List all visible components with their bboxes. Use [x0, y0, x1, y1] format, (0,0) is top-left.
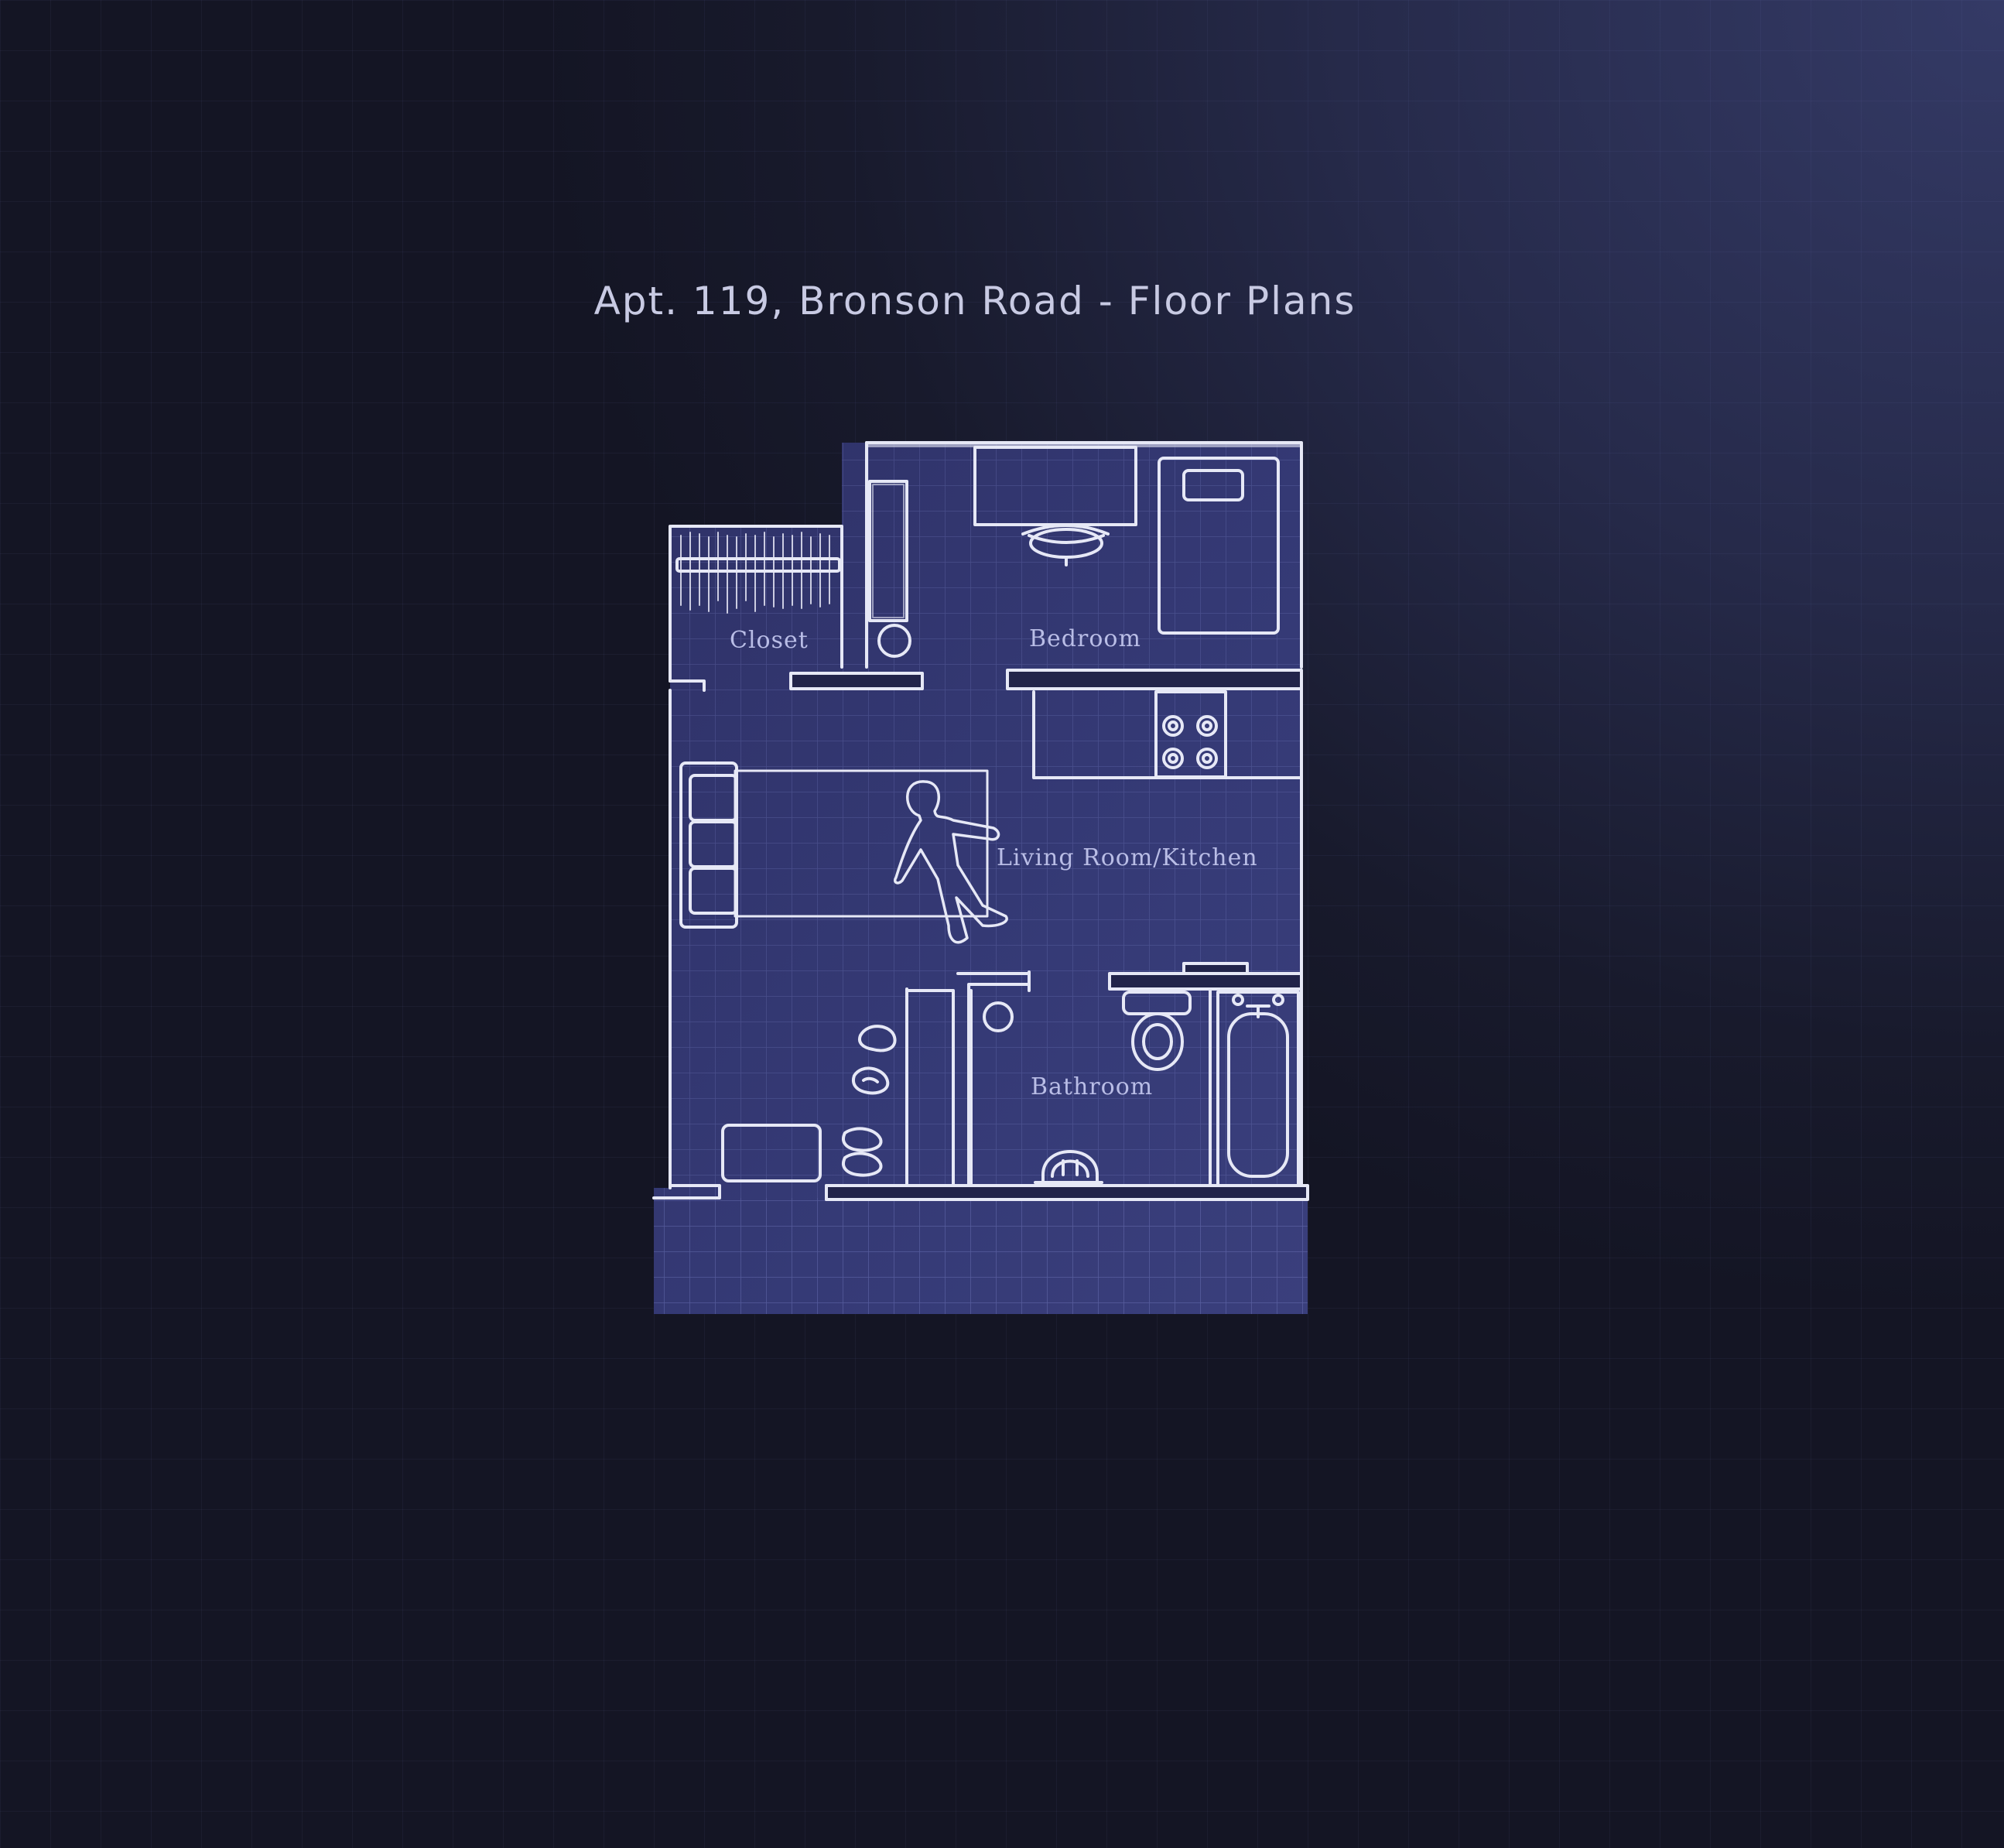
page-title: Apt. 119, Bronson Road - Floor Plans [593, 279, 1356, 323]
wardrobe-rail-icon [675, 532, 841, 614]
sink-icon [1034, 1150, 1103, 1186]
dresser-icon [868, 480, 908, 622]
figure-icon [893, 780, 1008, 944]
bathtub-icon [1216, 991, 1300, 1187]
doormat-icon [721, 1124, 822, 1182]
stove-icon [1154, 690, 1227, 779]
cabinet-icon [905, 987, 955, 1187]
toilet-icon [1122, 991, 1192, 1071]
room-label-bathroom: Bathroom [1031, 1073, 1154, 1100]
walls [652, 441, 1309, 1201]
desk-chair-icon [1021, 524, 1110, 566]
slippers-icon [842, 1025, 897, 1177]
room-label-bedroom: Bedroom [1029, 625, 1141, 652]
room-label-closet: Closet [730, 627, 809, 654]
sofa-icon [679, 761, 738, 929]
floor-fill [654, 443, 1308, 1314]
washer-icon [983, 1001, 1014, 1032]
room-label-living-room-kitchen: Living Room/Kitchen [997, 844, 1258, 871]
lamp-icon [877, 624, 911, 658]
bed-icon [1158, 457, 1280, 635]
